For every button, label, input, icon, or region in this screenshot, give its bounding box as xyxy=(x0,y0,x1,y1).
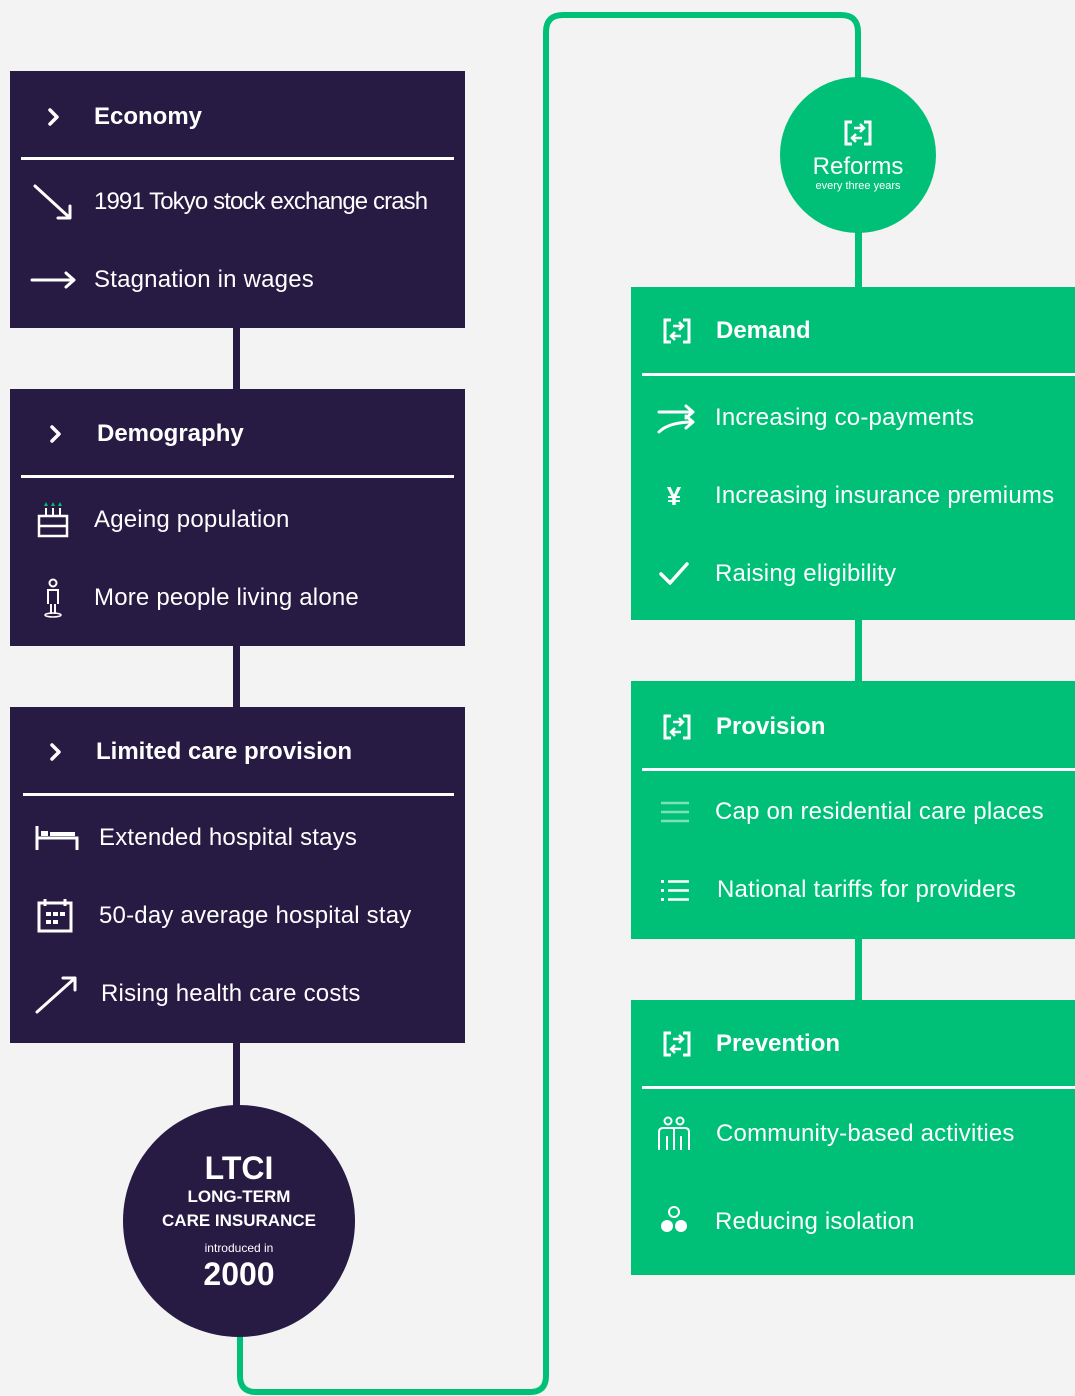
prevention-divider xyxy=(642,1086,1075,1089)
economy-item-label: Stagnation in wages xyxy=(94,266,314,293)
demography-divider xyxy=(21,475,454,478)
ltci-introduced: introduced in xyxy=(204,1241,274,1255)
reforms-circle: Reforms every three years xyxy=(780,77,936,233)
chevron-right-icon xyxy=(46,103,66,131)
prevention-item-label: Community-based activities xyxy=(716,1120,1015,1147)
provision-panel: Provision Cap on residential care places… xyxy=(631,681,1075,939)
ltci-circle: LTCI LONG-TERM CARE INSURANCE introduced… xyxy=(123,1105,355,1337)
care-provision-title: Limited care provision xyxy=(96,738,353,765)
reforms-subtitle: every three years xyxy=(815,179,901,192)
provision-item-label: National tariffs for providers xyxy=(717,876,1017,903)
arrow-down-right-icon xyxy=(30,182,76,222)
prevention-item-label: Reducing isolation xyxy=(715,1208,915,1235)
care-provision-item-label: 50-day average hospital stay xyxy=(99,902,412,929)
three-dots-icon xyxy=(651,1202,697,1242)
demography-item-label: More people living alone xyxy=(94,584,359,611)
ltci-name-line1: LONG-TERM xyxy=(187,1187,291,1206)
arrow-up-right-icon xyxy=(33,974,79,1014)
demand-item-label: Increasing co-payments xyxy=(715,404,975,431)
prevention-title: Prevention xyxy=(716,1030,841,1057)
demography-title: Demography xyxy=(97,420,244,447)
prevention-panel: Prevention Community-based activities Re… xyxy=(631,1000,1075,1275)
cycle-icon xyxy=(661,713,695,741)
ltci-year: 2000 xyxy=(203,1256,275,1292)
hospital-bed-icon xyxy=(33,818,79,858)
economy-title: Economy xyxy=(94,103,203,130)
arrow-right-icon xyxy=(30,260,76,300)
connector-demand-provision xyxy=(855,619,862,682)
demand-item-label: Raising eligibility xyxy=(715,560,897,587)
connector-provision-prevention xyxy=(855,938,862,1001)
cycle-icon xyxy=(842,119,874,152)
economy-item-label: 1991 Tokyo stock exchange crash xyxy=(94,188,428,215)
two-people-icon xyxy=(651,1114,697,1154)
cycle-icon xyxy=(661,317,695,345)
demand-title: Demand xyxy=(716,317,811,344)
care-provision-item-label: Extended hospital stays xyxy=(99,824,358,851)
connector-economy-demography xyxy=(233,327,240,390)
chevron-right-icon xyxy=(48,738,68,766)
demand-item-label: Increasing insurance premiums xyxy=(715,482,1055,509)
single-person-icon xyxy=(30,578,76,618)
provision-divider xyxy=(642,768,1075,771)
demand-divider xyxy=(642,373,1075,376)
care-provision-divider xyxy=(23,793,454,796)
yen-icon: ¥ xyxy=(666,480,682,511)
demography-panel: Demography Ageing population More people… xyxy=(10,389,465,646)
economy-divider xyxy=(21,157,454,160)
care-provision-item-label: Rising health care costs xyxy=(101,980,361,1007)
connector-loop xyxy=(237,12,861,1395)
provision-item-label: Cap on residential care places xyxy=(715,798,1044,825)
care-provision-panel: Limited care provision Extended hospital… xyxy=(10,707,465,1043)
checkmark-icon xyxy=(651,554,697,594)
connector-care-ltci xyxy=(233,1042,240,1107)
bullet-list-icon xyxy=(651,870,697,910)
cycle-icon xyxy=(661,1030,695,1058)
birthday-cake-icon xyxy=(30,500,76,540)
horizontal-lines-icon xyxy=(651,792,697,832)
economy-panel: Economy 1991 Tokyo stock exchange crash … xyxy=(10,71,465,328)
diverging-arrows-icon xyxy=(651,398,697,438)
demand-panel: Demand Increasing co-payments ¥ Increasi… xyxy=(631,287,1075,620)
calendar-icon xyxy=(33,896,79,936)
ltci-acronym: LTCI xyxy=(204,1150,274,1186)
ltci-name-line2: CARE INSURANCE xyxy=(162,1211,316,1230)
chevron-right-icon xyxy=(48,420,68,448)
demography-item-label: Ageing population xyxy=(94,506,290,533)
connector-demography-care xyxy=(233,645,240,708)
connector-reforms-demand xyxy=(855,230,862,290)
provision-title: Provision xyxy=(716,713,826,740)
reforms-title: Reforms xyxy=(812,152,904,180)
